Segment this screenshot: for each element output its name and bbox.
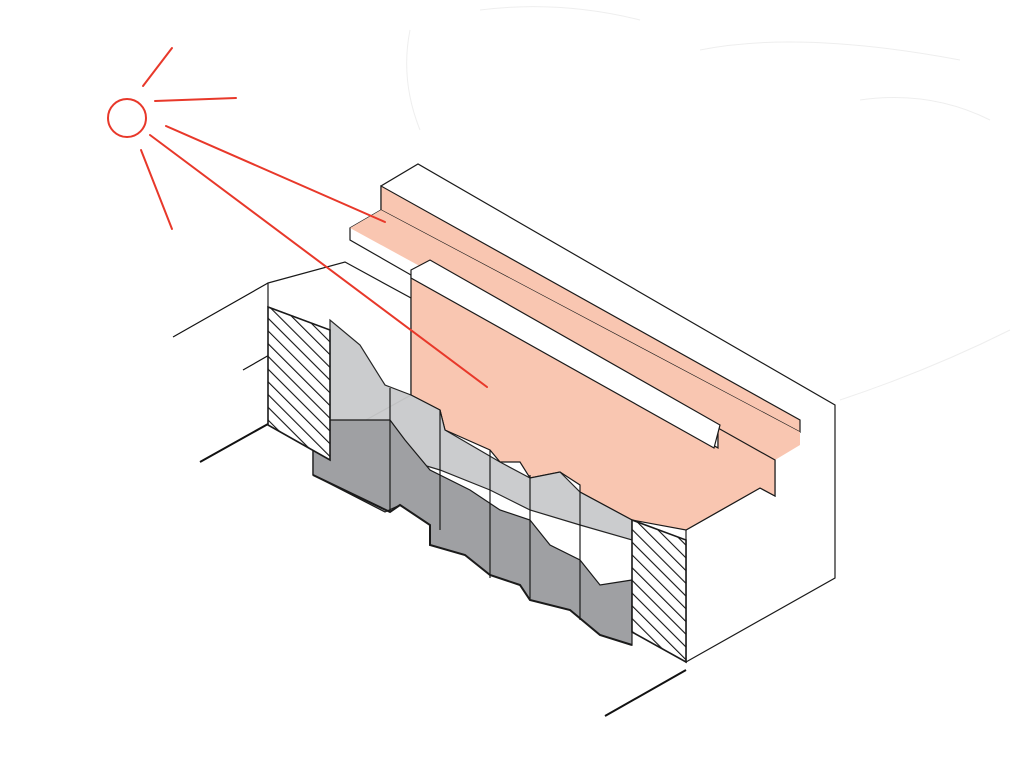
roof-slot bbox=[410, 259, 721, 449]
sunlit-upper-top bbox=[350, 210, 800, 460]
background-sketch bbox=[406, 6, 1011, 401]
sun-icon bbox=[107, 47, 237, 230]
building bbox=[267, 163, 836, 664]
sun-rays bbox=[149, 125, 488, 388]
hatched-section-right bbox=[631, 518, 687, 664]
hatched-section-left bbox=[267, 305, 331, 462]
